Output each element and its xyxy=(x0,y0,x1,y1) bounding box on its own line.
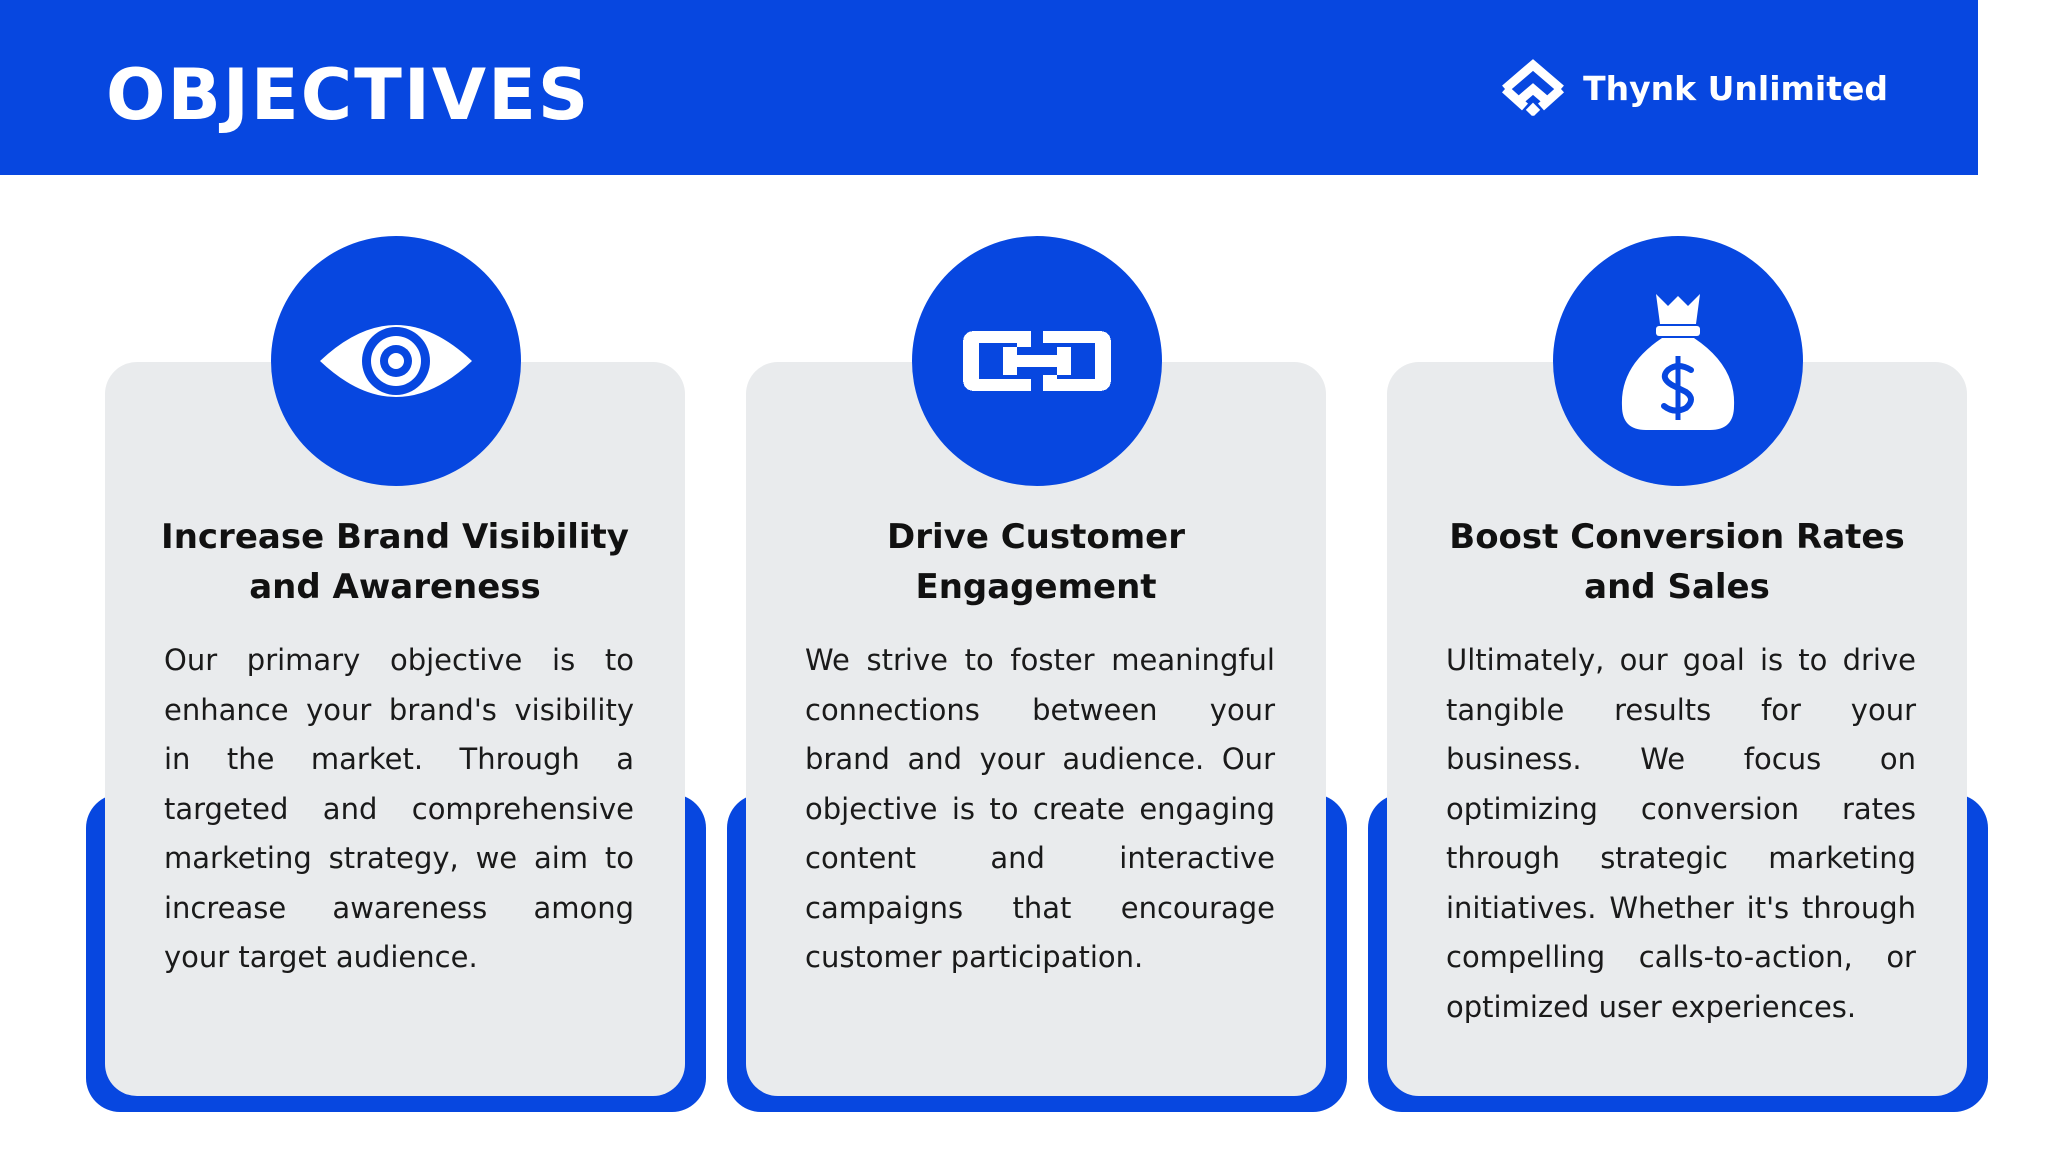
card-description: Ultimately, our goal is to drive tangibl… xyxy=(1446,643,1916,1024)
card-description: We strive to foster meaningful connectio… xyxy=(805,643,1275,974)
card-title: Drive Customer Engagement xyxy=(887,517,1185,607)
card-icon-badge xyxy=(912,236,1162,486)
eye-icon xyxy=(320,325,472,397)
money-bag-icon xyxy=(1621,294,1735,430)
card-title: Increase Brand Visibility and Awareness xyxy=(161,517,629,607)
objective-card-conversion: Boost Conversion Rates and Sales Ultimat… xyxy=(1368,236,1988,1112)
card-description: Our primary objective is to enhance your… xyxy=(164,643,634,974)
card-icon-badge xyxy=(271,236,521,486)
link-icon xyxy=(963,331,1111,391)
stacked-chevrons-logo-icon xyxy=(1502,59,1565,117)
card-title: Boost Conversion Rates and Sales xyxy=(1449,517,1905,607)
page-title: OBJECTIVES xyxy=(106,54,591,136)
brand-name: Thynk Unlimited xyxy=(1583,68,1888,108)
objective-card-engagement: Drive Customer Engagement We strive to f… xyxy=(727,236,1347,1112)
brand-logo: Thynk Unlimited xyxy=(1499,56,1888,120)
objective-card-visibility: Increase Brand Visibility and Awareness … xyxy=(86,236,706,1112)
header-banner: OBJECTIVES Thynk Unlimited xyxy=(0,0,1978,175)
card-icon-badge xyxy=(1553,236,1803,486)
